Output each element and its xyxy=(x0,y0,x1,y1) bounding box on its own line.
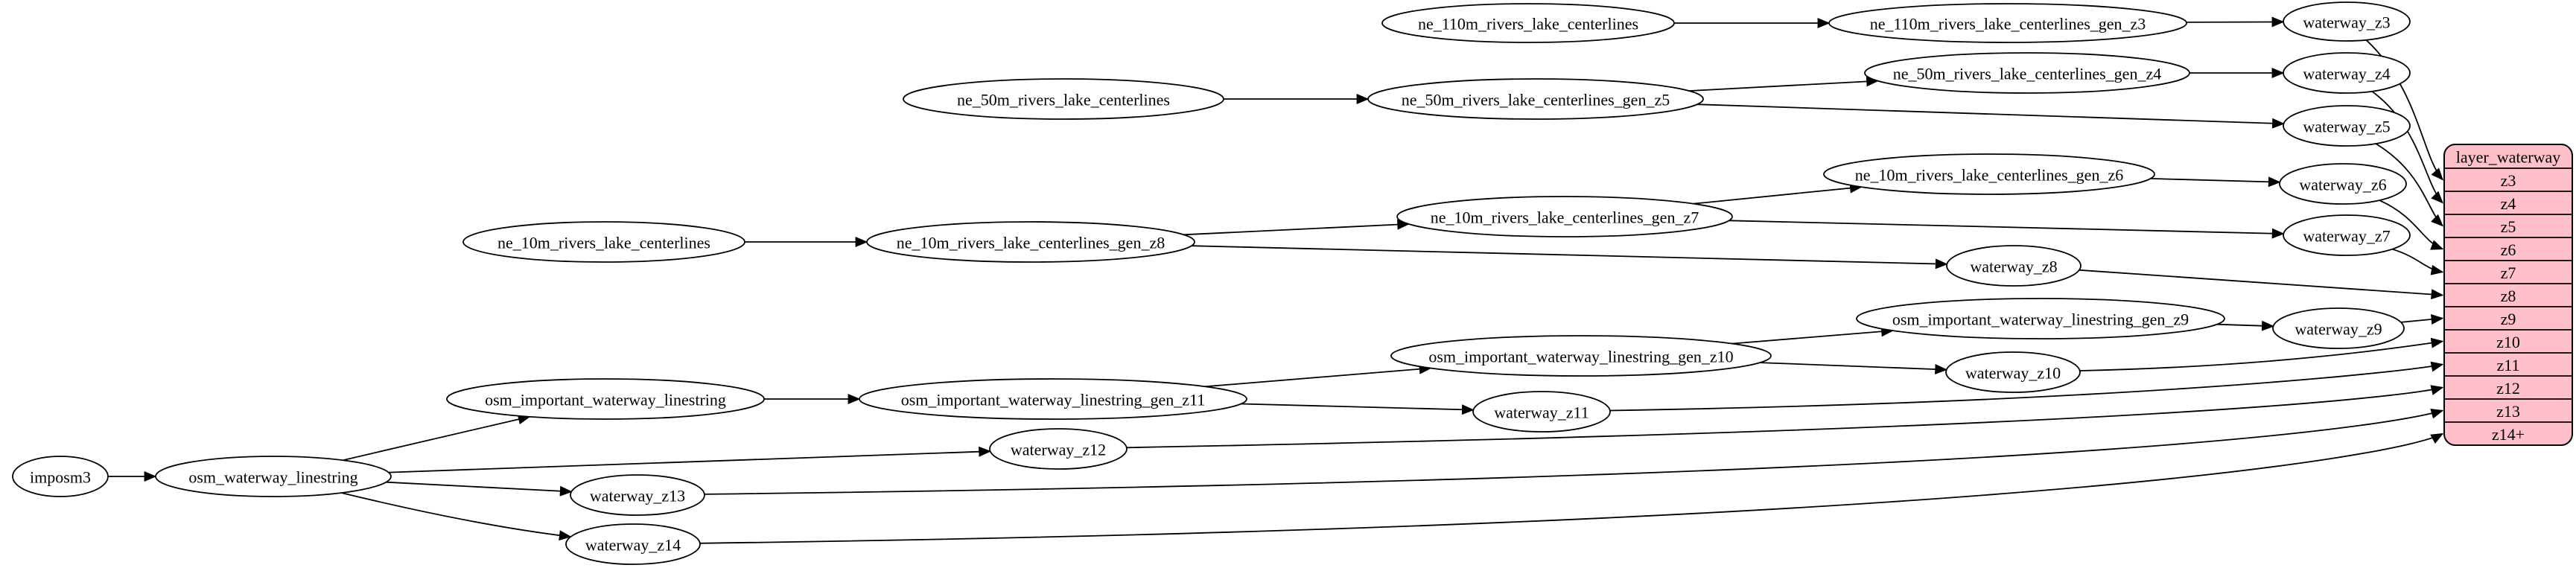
node-waterway_z6: waterway_z6 xyxy=(2279,163,2407,205)
record-row-z8: z8 xyxy=(2501,287,2516,305)
node-ne_10m_rivers_lake_centerlines_gen_z7: ne_10m_rivers_lake_centerlines_gen_z7 xyxy=(1396,196,1733,237)
edge-ne_50m_rivers_lake_centerlines_gen_z5-to-ne_50m_rivers_lake_centerlines_gen_z4 xyxy=(1688,76,1879,92)
edge-osm_waterway_linestring-to-waterway_z14 xyxy=(340,492,572,541)
node-ne_50m_rivers_lake_centerlines_gen_z5: ne_50m_rivers_lake_centerlines_gen_z5 xyxy=(1367,78,1704,120)
node-label: ne_50m_rivers_lake_centerlines xyxy=(957,91,1170,109)
record-row-z6: z6 xyxy=(2501,240,2516,259)
node-ne_10m_rivers_lake_centerlines_gen_z8: ne_10m_rivers_lake_centerlines_gen_z8 xyxy=(866,221,1195,263)
record-row-z12: z12 xyxy=(2496,379,2520,398)
node-label: ne_10m_rivers_lake_centerlines_gen_z8 xyxy=(897,234,1165,252)
edge-ne_10m_rivers_lake_centerlines_gen_z8-to-waterway_z8 xyxy=(1191,245,1948,269)
node-waterway_z11: waterway_z11 xyxy=(1472,391,1611,433)
node-label: waterway_z14 xyxy=(585,536,681,555)
edge-waterway_z14-to-layer_waterway-z14+ xyxy=(699,433,2444,544)
node-ne_10m_rivers_lake_centerlines_gen_z6: ne_10m_rivers_lake_centerlines_gen_z6 xyxy=(1823,153,2155,195)
node-waterway_z13: waterway_z13 xyxy=(570,474,705,516)
node-label: osm_important_waterway_linestring_gen_z1… xyxy=(901,391,1206,409)
node-label: waterway_z12 xyxy=(1011,441,1106,459)
edge-osm_important_waterway_linestring_gen_z10-to-osm_important_waterway_linestring_gen_z9 xyxy=(1731,326,1894,345)
node-label: waterway_z5 xyxy=(2303,118,2390,136)
node-ne_50m_rivers_lake_centerlines_gen_z4: ne_50m_rivers_lake_centerlines_gen_z4 xyxy=(1864,52,2190,94)
node-waterway_z5: waterway_z5 xyxy=(2283,105,2411,147)
edge-osm_waterway_linestring-to-waterway_z12 xyxy=(388,446,992,473)
edge-ne_10m_rivers_lake_centerlines_gen_z8-to-ne_10m_rivers_lake_centerlines_gen_z7 xyxy=(1183,219,1411,236)
node-osm_important_waterway_linestring: osm_important_waterway_linestring xyxy=(446,378,765,420)
edge-ne_50m_rivers_lake_centerlines_gen_z5-to-waterway_z5 xyxy=(1696,103,2285,129)
node-osm_important_waterway_linestring_gen_z10: osm_important_waterway_linestring_gen_z1… xyxy=(1390,335,1772,377)
edge-osm_important_waterway_linestring_gen_z11-to-osm_important_waterway_linestring_gen_z10 xyxy=(1205,363,1432,388)
record-layer: layer_waterway z3 z4 z5 z6 z7 z8 z9 z10 z11 z12 z13… xyxy=(2443,144,2573,446)
edge-ne_10m_rivers_lake_centerlines_gen_z7-to-waterway_z7 xyxy=(1729,220,2285,239)
record-row-z10: z10 xyxy=(2496,333,2520,351)
node-label: waterway_z3 xyxy=(2303,13,2390,32)
edge-ne_10m_rivers_lake_centerlines_gen_z6-to-waterway_z6 xyxy=(2150,176,2281,188)
node-waterway_z8: waterway_z8 xyxy=(1946,245,2082,287)
edge-waterway_z9-to-layer_waterway-z9 xyxy=(2400,314,2444,325)
record-row-z3: z3 xyxy=(2501,171,2516,190)
record-row-z9: z9 xyxy=(2501,310,2516,328)
edge-waterway_z11-to-layer_waterway-z11 xyxy=(1609,361,2444,412)
edge-waterway_z13-to-layer_waterway-z13 xyxy=(704,408,2444,495)
node-osm_important_waterway_linestring_gen_z9: osm_important_waterway_linestring_gen_z9 xyxy=(1856,298,2225,339)
node-label: waterway_z10 xyxy=(1965,364,2061,383)
record-layer_waterway: layer_waterway z3 z4 z5 z6 z7 z8 z9 z10 z11 z12 z13… xyxy=(2443,144,2573,446)
edge-waterway_z6-to-layer_waterway-z6 xyxy=(2379,200,2444,250)
node-label: ne_50m_rivers_lake_centerlines_gen_z5 xyxy=(1402,91,1670,109)
node-ne_10m_rivers_lake_centerlines: ne_10m_rivers_lake_centerlines xyxy=(462,221,745,263)
node-label: waterway_z13 xyxy=(590,487,685,505)
nodes-layer: imposm3 osm_waterway_linestring waterway_z… xyxy=(12,1,2411,565)
node-label: imposm3 xyxy=(30,468,91,487)
node-label: waterway_z4 xyxy=(2303,65,2390,83)
node-label: osm_important_waterway_linestring_gen_z1… xyxy=(1428,348,1733,366)
edge-waterway_z4-to-layer_waterway-z4 xyxy=(2371,90,2443,204)
edge-waterway_z5-to-layer_waterway-z5 xyxy=(2375,143,2444,227)
node-ne_50m_rivers_lake_centerlines: ne_50m_rivers_lake_centerlines xyxy=(903,78,1224,120)
record-title: layer_waterway xyxy=(2456,148,2560,167)
node-label: ne_10m_rivers_lake_centerlines_gen_z7 xyxy=(1431,208,1699,227)
node-waterway_z10: waterway_z10 xyxy=(1945,351,2081,393)
node-waterway_z7: waterway_z7 xyxy=(2283,214,2411,256)
node-waterway_z12: waterway_z12 xyxy=(989,428,1128,470)
node-label: waterway_z11 xyxy=(1494,403,1588,422)
node-osm_important_waterway_linestring_gen_z11: osm_important_waterway_linestring_gen_z1… xyxy=(859,378,1247,420)
edge-waterway_z10-to-layer_waterway-z10 xyxy=(2079,337,2444,371)
node-ne_110m_rivers_lake_centerlines: ne_110m_rivers_lake_centerlines xyxy=(1381,3,1675,43)
record-row-z5: z5 xyxy=(2501,217,2516,236)
node-label: waterway_z6 xyxy=(2299,176,2386,194)
node-waterway_z4: waterway_z4 xyxy=(2283,52,2411,94)
edge-ne_10m_rivers_lake_centerlines_gen_z7-to-ne_10m_rivers_lake_centerlines_gen_z6 xyxy=(1693,182,1863,205)
record-row-z13: z13 xyxy=(2496,402,2520,421)
edge-osm_waterway_linestring-to-osm_important_waterway_linestring xyxy=(343,414,531,462)
node-label: osm_waterway_linestring xyxy=(188,468,357,487)
node-label: ne_10m_rivers_lake_centerlines xyxy=(497,234,710,252)
edge-osm_important_waterway_linestring_gen_z11-to-waterway_z11 xyxy=(1241,403,1475,415)
edges-layer xyxy=(108,16,2444,544)
node-waterway_z9: waterway_z9 xyxy=(2272,307,2405,349)
edge-osm_important_waterway_linestring_gen_z9-to-waterway_z9 xyxy=(2216,320,2274,331)
node-waterway_z3: waterway_z3 xyxy=(2283,1,2411,42)
node-label: waterway_z7 xyxy=(2303,227,2390,246)
node-waterway_z14: waterway_z14 xyxy=(565,523,701,565)
node-label: ne_110m_rivers_lake_centerlines_gen_z3 xyxy=(1870,15,2146,33)
node-label: osm_important_waterway_linestring_gen_z9 xyxy=(1892,310,2189,329)
node-label: ne_10m_rivers_lake_centerlines_gen_z6 xyxy=(1855,166,2123,185)
node-label: osm_important_waterway_linestring xyxy=(485,391,726,409)
record-row-z14+: z14+ xyxy=(2492,425,2525,444)
edge-osm_important_waterway_linestring_gen_z10-to-waterway_z10 xyxy=(1760,362,1948,375)
record-row-z11: z11 xyxy=(2497,356,2520,374)
node-osm_waterway_linestring: osm_waterway_linestring xyxy=(155,456,392,497)
edge-osm_waterway_linestring-to-waterway_z13 xyxy=(386,481,573,497)
node-label: waterway_z9 xyxy=(2294,320,2382,339)
record-row-z7: z7 xyxy=(2501,264,2516,282)
edge-waterway_z8-to-layer_waterway-z8 xyxy=(2079,269,2444,300)
record-row-z4: z4 xyxy=(2501,194,2516,213)
node-label: waterway_z8 xyxy=(1970,258,2057,276)
node-ne_110m_rivers_lake_centerlines_gen_z3: ne_110m_rivers_lake_centerlines_gen_z3 xyxy=(1828,3,2187,43)
edge-waterway_z7-to-layer_waterway-z7 xyxy=(2391,248,2444,275)
node-label: ne_110m_rivers_lake_centerlines xyxy=(1418,15,1638,33)
edge-waterway_z12-to-layer_waterway-z12 xyxy=(1126,385,2444,449)
node-label: ne_50m_rivers_lake_centerlines_gen_z4 xyxy=(1893,65,2161,83)
node-imposm3: imposm3 xyxy=(12,456,109,497)
